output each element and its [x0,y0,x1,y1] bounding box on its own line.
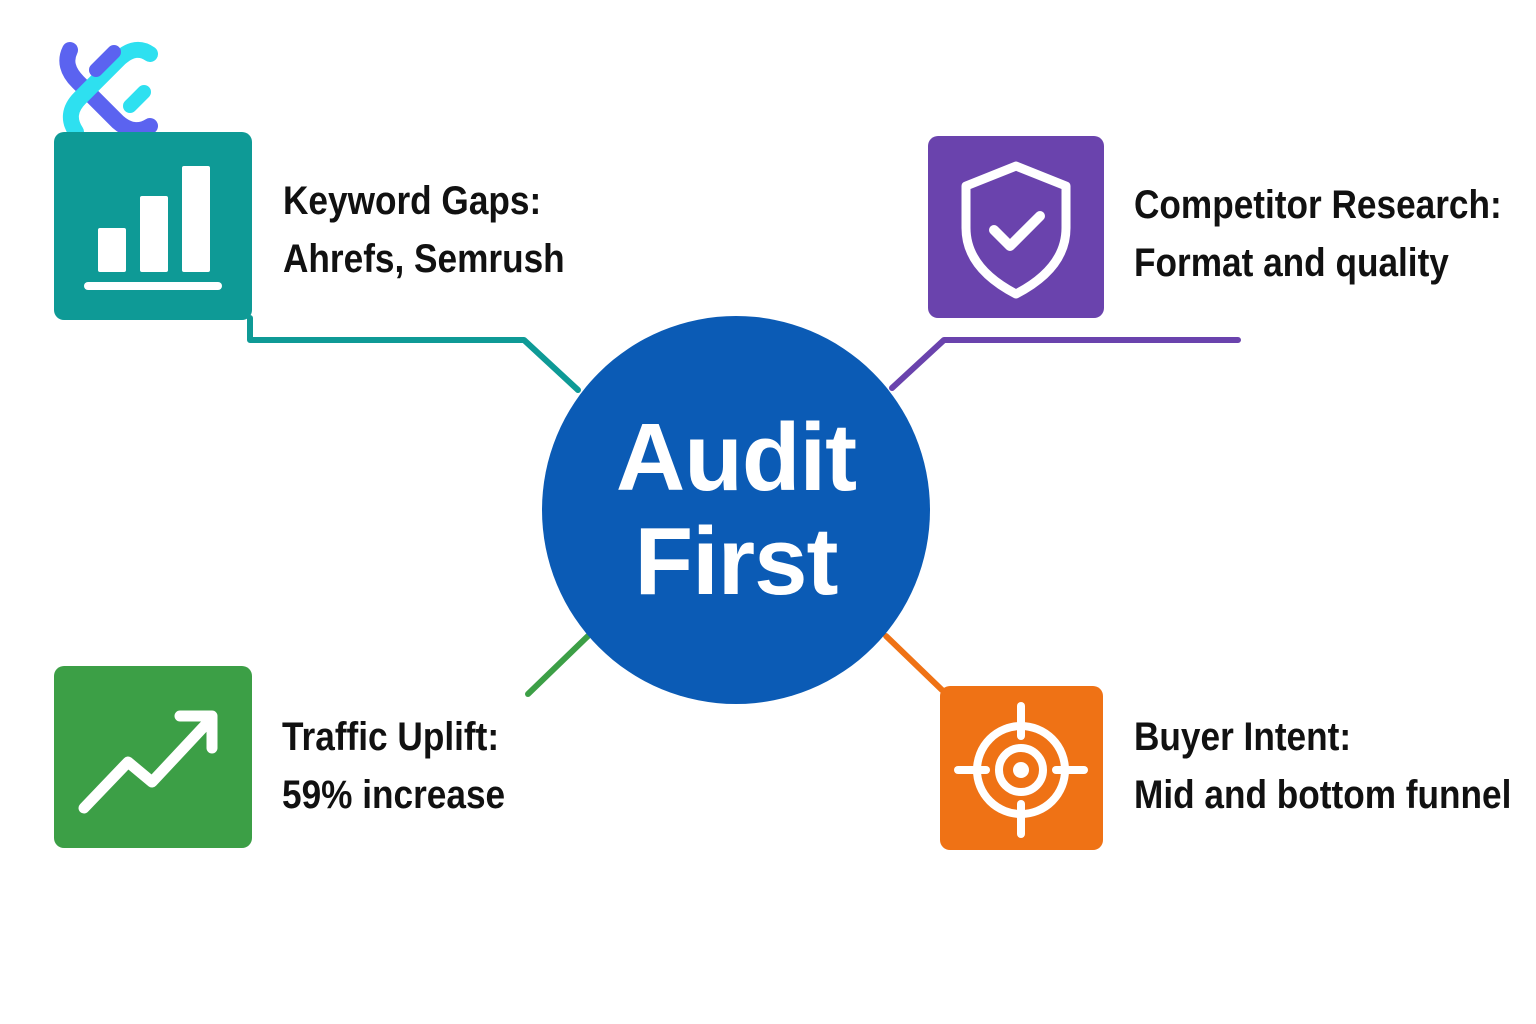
keyword-gaps-title: Keyword Gaps: [283,179,542,223]
competitor-research-detail: Format and quality [1134,241,1449,285]
shield-check-icon [961,161,1071,299]
traffic-uplift-tile [54,666,252,848]
target-icon [954,702,1088,838]
keyword-gaps-detail: Ahrefs, Semrush [283,237,565,281]
competitor-research-tile [928,136,1104,318]
traffic-uplift-title: Traffic Uplift: [282,715,500,759]
keyword-gaps-tile [54,132,252,320]
connector-competitor [889,337,1241,391]
buyer-intent-title: Buyer Intent: [1134,715,1352,759]
hub-circle: Audit First [542,316,930,704]
connector-buyer [883,633,945,693]
buyer-intent-detail: Mid and bottom funnel [1134,773,1512,817]
competitor-research-label: Competitor Research: Format and quality [1134,176,1502,292]
connector-traffic [525,633,591,697]
connector-keyword [247,315,581,393]
hub-title-line-1: Audit [615,404,857,511]
trend-up-arrow-icon [78,710,218,814]
brand-logo [59,41,158,140]
buyer-intent-tile [940,686,1103,850]
traffic-uplift-detail: 59% increase [282,773,506,817]
hub-title-line-2: First [634,508,838,615]
competitor-research-title: Competitor Research: [1134,183,1502,227]
bar-chart-icon [84,166,222,290]
keyword-gaps-label: Keyword Gaps: Ahrefs, Semrush [283,172,565,288]
buyer-intent-label: Buyer Intent: Mid and bottom funnel [1134,708,1511,824]
traffic-uplift-label: Traffic Uplift: 59% increase [282,708,505,824]
